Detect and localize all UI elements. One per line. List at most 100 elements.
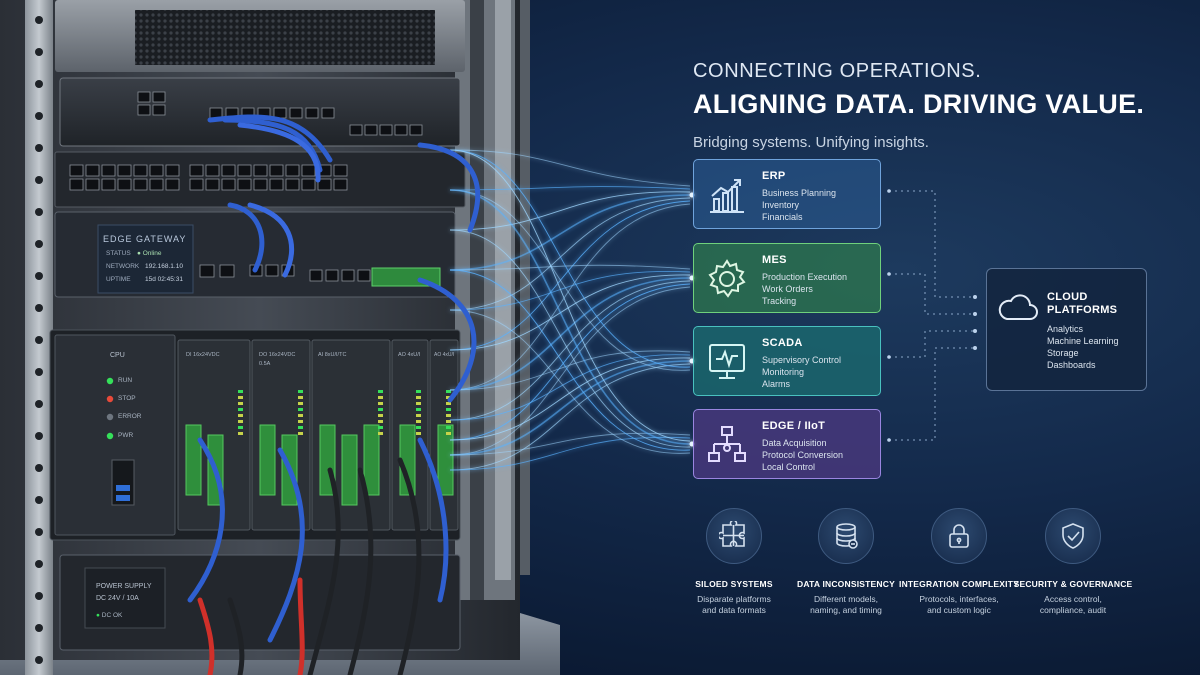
ethernet-port xyxy=(149,178,164,191)
status-led xyxy=(416,426,421,429)
system-line: Financials xyxy=(762,212,803,222)
power-ok-label: ● DC OK xyxy=(96,612,123,619)
system-line: Tracking xyxy=(762,296,797,306)
flow-line xyxy=(449,197,691,311)
rail-hole xyxy=(35,368,43,376)
rail-hole xyxy=(35,400,43,408)
led-run-label: RUN xyxy=(118,377,133,384)
flow-line xyxy=(449,277,691,391)
cloud-connectors xyxy=(889,190,975,441)
connector-dot xyxy=(887,272,891,276)
ethernet-port xyxy=(289,107,303,119)
ethernet-port xyxy=(189,164,204,177)
rail-hole xyxy=(35,144,43,152)
ethernet-port xyxy=(165,164,180,177)
headline-subtitle: Bridging systems. Unifying insights. xyxy=(693,134,929,151)
rail-hole xyxy=(35,560,43,568)
module-label-do: DO 16x24VDC xyxy=(259,352,296,358)
status-led xyxy=(446,402,451,405)
challenge-security-governance: SECURITY & GOVERNANCE Access control, co… xyxy=(1003,508,1143,616)
challenge-data-inconsistency: DATA INCONSISTENCY Different models, nam… xyxy=(776,508,916,616)
gateway-uptime-label: UPTIME xyxy=(106,276,131,283)
connector-dot xyxy=(973,295,977,299)
status-led xyxy=(378,420,383,423)
ethernet-port xyxy=(85,178,100,191)
flow-line xyxy=(449,189,691,445)
puzzle-icon xyxy=(706,508,762,564)
system-card-scada: SCADA Supervisory Control Monitoring Ala… xyxy=(693,326,881,396)
cable xyxy=(267,447,305,643)
ethernet-port xyxy=(265,264,279,277)
ethernet-port xyxy=(341,269,355,282)
rail-hole xyxy=(35,592,43,600)
ethernet-port xyxy=(117,178,132,191)
connector-dot xyxy=(973,346,977,350)
flow-line xyxy=(449,149,691,442)
flow-line xyxy=(449,280,691,421)
plc-cpu-module xyxy=(54,334,176,536)
connector-dot xyxy=(887,189,891,193)
status-led xyxy=(238,426,243,429)
flow-line xyxy=(449,149,691,368)
ethernet-port xyxy=(137,104,151,116)
cable xyxy=(307,467,341,675)
cable xyxy=(417,142,481,233)
status-led xyxy=(238,420,243,423)
system-line: Local Control xyxy=(762,462,816,472)
connector-dot xyxy=(887,438,891,442)
system-line: Data Acquisition xyxy=(762,438,827,448)
connector-line xyxy=(889,190,975,298)
headline-block: CONNECTING OPERATIONS. ALIGNING DATA. DR… xyxy=(693,60,1173,151)
system-card-mes: MES Production Execution Work Orders Tra… xyxy=(693,243,881,313)
terminal-block xyxy=(259,424,276,496)
gateway-display xyxy=(97,224,194,294)
flow-line xyxy=(449,189,691,371)
module-label-ao-2: AO 4xU/I xyxy=(434,352,455,358)
headline-line-1: CONNECTING OPERATIONS. xyxy=(693,60,982,82)
ethernet-port xyxy=(333,178,348,191)
status-led xyxy=(298,426,303,429)
flow-line xyxy=(449,149,691,187)
ethernet-port xyxy=(221,164,236,177)
status-led xyxy=(416,402,421,405)
usb-port-block xyxy=(111,459,135,506)
rail-hole xyxy=(35,272,43,280)
system-title-mes: MES xyxy=(762,254,787,266)
challenge-desc: Access control, xyxy=(1044,594,1102,604)
ethernet-port xyxy=(269,164,284,177)
flow-line xyxy=(449,360,691,456)
network-nodes-icon xyxy=(706,424,748,466)
challenge-desc: Different models, xyxy=(813,594,879,604)
module-sub-do: 0.5A xyxy=(259,361,271,367)
cable xyxy=(417,437,449,603)
challenge-desc: and data formats xyxy=(702,605,766,615)
flow-line xyxy=(449,200,691,351)
ethernet-port xyxy=(221,178,236,191)
terminal-block xyxy=(437,424,454,496)
challenge-title: SILOED SYSTEMS xyxy=(695,579,773,589)
rail-hole xyxy=(35,16,43,24)
flow-line xyxy=(449,283,691,441)
ethernet-port xyxy=(117,164,132,177)
connector-line xyxy=(889,347,975,441)
system-title-scada: SCADA xyxy=(762,337,803,349)
flow-line xyxy=(449,186,691,191)
ethernet-port xyxy=(69,178,84,191)
status-led xyxy=(238,396,243,399)
ethernet-port xyxy=(152,104,166,116)
gateway-status-value: ● Online xyxy=(137,250,162,257)
power-supply-label-2: DC 24V / 10A xyxy=(96,595,139,602)
flow-line xyxy=(449,229,691,448)
status-led xyxy=(238,432,243,435)
status-led xyxy=(378,390,383,393)
ethernet-port xyxy=(357,269,371,282)
cpu-led xyxy=(106,413,114,421)
ethernet-port xyxy=(189,178,204,191)
status-led xyxy=(446,390,451,393)
cpu-led xyxy=(106,377,114,385)
cable xyxy=(247,202,295,278)
cables xyxy=(187,114,481,675)
ethernet-port xyxy=(69,164,84,177)
ethernet-port xyxy=(253,178,268,191)
cloud-title-2: PLATFORMS xyxy=(1047,304,1118,316)
